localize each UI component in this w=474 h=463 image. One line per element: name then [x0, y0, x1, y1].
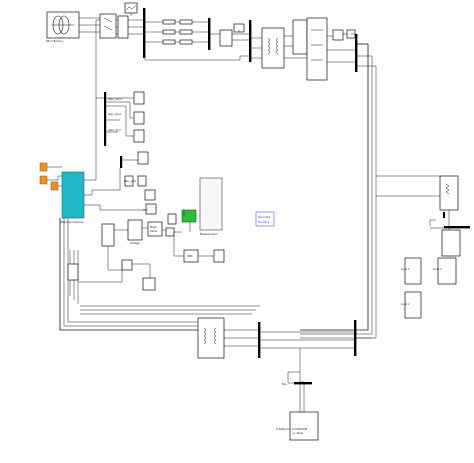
- statcom-line1: D-STATCOM: [292, 427, 307, 431]
- bus-bar-load: [444, 226, 470, 229]
- load-block-1[interactable]: [439, 175, 459, 211]
- load-connector-1: [443, 212, 445, 218]
- wind-generator-block[interactable]: [46, 11, 80, 39]
- load-label-3: Load 3: [433, 267, 442, 271]
- measurement-block[interactable]: [199, 177, 223, 231]
- bus-bar-grid: [355, 34, 358, 72]
- small-scope-block[interactable]: [167, 213, 177, 225]
- bus-bar-top-mid: [208, 18, 211, 50]
- scope-block-6[interactable]: [144, 189, 156, 201]
- powergui-line2: 5e-05 s: [258, 220, 270, 224]
- scope-block-3[interactable]: [133, 129, 145, 143]
- statcom-side-label: D-Statcom: [276, 427, 290, 431]
- scope-label-3: Vabc_grid: [108, 128, 121, 132]
- load-block-2[interactable]: [441, 229, 461, 257]
- scope-label-4: Iabc_grid: [124, 179, 136, 183]
- generator-label: Wind Turbine: [46, 39, 63, 43]
- scope-block-7[interactable]: [145, 203, 157, 215]
- load-block-3[interactable]: [404, 257, 422, 319]
- grid-breaker-block[interactable]: [292, 19, 308, 55]
- bus-bar-top-left: [143, 8, 146, 58]
- converter-block-2[interactable]: [121, 259, 133, 271]
- bus-bar-top-right: [249, 20, 252, 62]
- bus-label: Bus: [282, 382, 287, 386]
- pmsg-controller-block[interactable]: [61, 171, 85, 219]
- load-label-2: Load 2: [401, 302, 410, 306]
- grid-scope-block[interactable]: [332, 29, 344, 41]
- bus-bar-bottom-left: [258, 322, 261, 358]
- pwm-controller-label: PPM Wind Turbine: [60, 220, 83, 224]
- line-measure-block[interactable]: [219, 29, 233, 47]
- statcom-block[interactable]: [289, 411, 319, 441]
- pitch-input[interactable]: [39, 175, 48, 185]
- voltage-measure-block[interactable]: [127, 219, 143, 241]
- ref-input[interactable]: [50, 181, 59, 191]
- measurement-label: Measurement: [200, 232, 218, 236]
- wind-speed-input[interactable]: [39, 162, 48, 172]
- grid-source-block[interactable]: [306, 17, 328, 81]
- sum-block[interactable]: [165, 227, 175, 237]
- transformer-top-block[interactable]: [261, 27, 285, 69]
- rms-label: RMS: [187, 254, 193, 258]
- load-label-1: Load 1: [401, 267, 410, 271]
- mean-value-block[interactable]: [147, 221, 163, 237]
- bus-bar-statcom: [294, 382, 312, 385]
- scope-block-5[interactable]: [137, 175, 147, 187]
- scope-block-4[interactable]: [137, 151, 149, 165]
- generator-scope-block[interactable]: [124, 2, 138, 14]
- powergui-block[interactable]: [255, 211, 275, 227]
- display-block[interactable]: [181, 209, 197, 223]
- generator-breaker-block[interactable]: [99, 13, 117, 39]
- powergui-line1: Discrete: [258, 215, 271, 219]
- transformer-bottom-block[interactable]: [197, 317, 225, 359]
- bus-bar-bottom-right: [354, 320, 357, 356]
- mean-line2: Value: [150, 229, 158, 233]
- statcom-line2: +/- Mvar: [292, 431, 304, 435]
- scope-label-2: Iabc_wind: [108, 112, 121, 116]
- left-breaker-block[interactable]: [67, 263, 79, 281]
- voltage-label: Voltage: [130, 241, 140, 245]
- demux-bar-2: [120, 156, 123, 168]
- generator-measure-block[interactable]: [117, 15, 129, 39]
- rms-scope-block[interactable]: [213, 249, 225, 263]
- scope-label-1: Vabc_wind: [108, 97, 122, 101]
- load-block-4[interactable]: [437, 257, 457, 285]
- gain-block[interactable]: [124, 175, 134, 187]
- bottom-left-scope-block[interactable]: [142, 277, 156, 291]
- scope-block-2[interactable]: [133, 111, 145, 125]
- mean-line1: Mean: [150, 225, 157, 229]
- converter-block[interactable]: [101, 223, 115, 247]
- demux-bar-1: [104, 92, 107, 146]
- scope-block-1[interactable]: [133, 91, 145, 105]
